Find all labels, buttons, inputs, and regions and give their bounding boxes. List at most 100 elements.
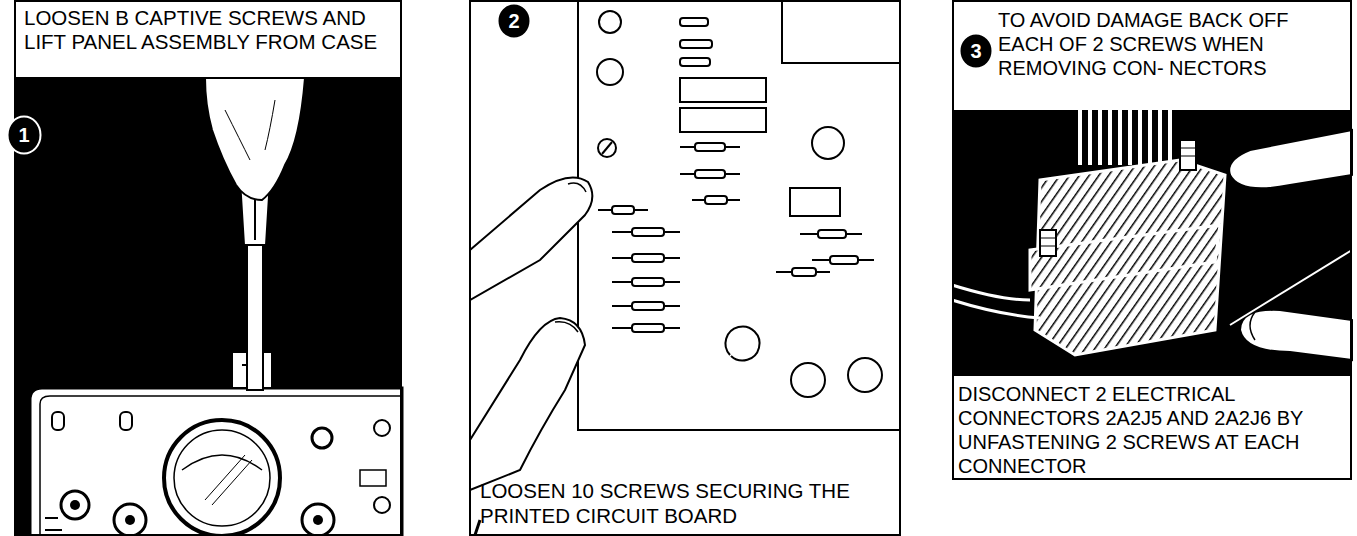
instrument-illustration <box>205 455 245 500</box>
circuit-board-illustration <box>680 146 695 148</box>
instrument-illustration <box>312 428 332 448</box>
circuit-board-illustration <box>470 178 592 301</box>
circuit-board-illustration <box>680 58 710 66</box>
circuit-board-illustration <box>680 108 766 132</box>
circuit-board-illustration <box>597 59 623 85</box>
callout-number: 2 <box>496 9 532 33</box>
circuit-board-illustration <box>664 281 680 283</box>
instrument-illustration <box>212 460 252 505</box>
connector-illustration <box>952 110 1352 376</box>
circuit-board-illustration <box>470 318 585 490</box>
connector-illustration <box>1118 110 1122 165</box>
circuit-board-illustration <box>695 170 725 178</box>
connector-illustration <box>1098 110 1102 165</box>
instrument-illustration <box>164 420 280 536</box>
circuit-board-illustration <box>470 1 900 535</box>
circuit-board-illustration <box>555 322 578 332</box>
circuit-board-illustration <box>816 271 830 273</box>
circuit-board-illustration <box>680 18 708 26</box>
connector-illustration <box>1088 110 1092 165</box>
connector-illustration <box>1078 110 1082 165</box>
circuit-board-illustration <box>612 206 634 214</box>
instrument-illustration <box>14 78 402 536</box>
callout-number: 3 <box>958 39 994 63</box>
circuit-board-illustration <box>812 127 844 159</box>
circuit-board-illustration <box>664 257 680 259</box>
circuit-board-illustration <box>598 143 874 332</box>
connector-illustration <box>1250 312 1255 340</box>
callout-number: 1 <box>6 115 42 155</box>
instrument-illustration <box>374 420 390 436</box>
circuit-board-illustration <box>568 183 586 192</box>
connector-illustration <box>1040 246 1056 247</box>
connector-illustration <box>1230 250 1352 325</box>
instrument-illustration <box>40 396 402 536</box>
step-panel: LOOSEN 10 SCREWS SECURING THE PRINTED CI… <box>470 0 900 536</box>
step-instruction: LOOSEN B CAPTIVE SCREWS AND LIFT PANEL A… <box>24 6 402 54</box>
circuit-board-illustration <box>470 1 900 535</box>
callout-number: 3 <box>958 32 994 70</box>
circuit-board-illustration <box>632 228 664 236</box>
connector-illustration <box>1180 140 1196 170</box>
instrument-illustration <box>265 100 275 150</box>
circuit-board-illustration <box>792 268 816 276</box>
connector-illustration <box>1180 148 1196 149</box>
circuit-board-illustration <box>727 199 740 201</box>
instrument-illustration <box>225 110 250 160</box>
circuit-board-illustration <box>812 259 830 261</box>
circuit-board-illustration <box>612 281 632 283</box>
circuit-board-illustration <box>664 231 680 233</box>
circuit-board-illustration <box>726 326 760 360</box>
circuit-board-illustration <box>791 363 825 397</box>
circuit-board-illustration <box>632 302 664 310</box>
instrument-illustration <box>45 517 58 519</box>
callout-number: 1 <box>6 123 42 147</box>
circuit-board-illustration <box>705 196 727 204</box>
instrument-illustration <box>45 529 62 531</box>
circuit-board-illustration <box>634 209 648 211</box>
step-panel: TO AVOID DAMAGE BACK OFF EACH OF 2 SCREW… <box>952 0 1352 480</box>
connector-illustration <box>1158 110 1162 165</box>
circuit-board-illustration <box>680 173 695 175</box>
instrument-illustration <box>30 388 402 536</box>
instrument-illustration <box>174 430 270 526</box>
instrument-illustration <box>120 412 132 430</box>
step-instruction: TO AVOID DAMAGE BACK OFF EACH OF 2 SCREW… <box>998 8 1348 80</box>
circuit-board-illustration <box>664 305 680 307</box>
connector-illustration <box>1138 110 1142 165</box>
connector-illustration <box>1108 110 1112 165</box>
connector-illustration <box>1240 310 1352 360</box>
step-panel: LOOSEN B CAPTIVE SCREWS AND LIFT PANEL A… <box>14 0 402 536</box>
circuit-board-illustration <box>818 230 846 238</box>
instrument-illustration <box>360 470 386 486</box>
step-instruction: LOOSEN 10 SCREWS SECURING THE PRINTED CI… <box>480 478 895 528</box>
instrument-illustration <box>205 78 305 200</box>
circuit-board-illustration <box>632 278 664 286</box>
instrument-illustration <box>61 491 89 519</box>
instrument-illustration <box>313 515 323 525</box>
circuit-board-illustration <box>776 271 792 273</box>
instrument-illustration <box>52 412 64 430</box>
circuit-board-illustration <box>598 209 612 211</box>
circuit-board-illustration <box>612 231 632 233</box>
instrument-illustration <box>302 504 334 536</box>
circuit-board-illustration <box>725 173 740 175</box>
circuit-board-illustration <box>632 254 664 262</box>
circuit-board-illustration <box>612 327 632 329</box>
connector-illustration <box>1229 130 1352 188</box>
circuit-board-illustration <box>800 233 818 235</box>
circuit-board-illustration <box>599 11 621 33</box>
circuit-board-illustration <box>782 1 900 63</box>
instrument-illustration <box>125 515 135 525</box>
circuit-board-illustration <box>578 1 900 430</box>
callout-number: 2 <box>496 2 532 40</box>
instrument-illustration <box>374 497 390 513</box>
instrument-illustration <box>114 504 146 536</box>
circuit-board-illustration <box>602 142 612 154</box>
circuit-board-illustration <box>598 139 616 157</box>
circuit-board-illustration <box>695 143 725 151</box>
circuit-board-illustration <box>680 40 712 48</box>
